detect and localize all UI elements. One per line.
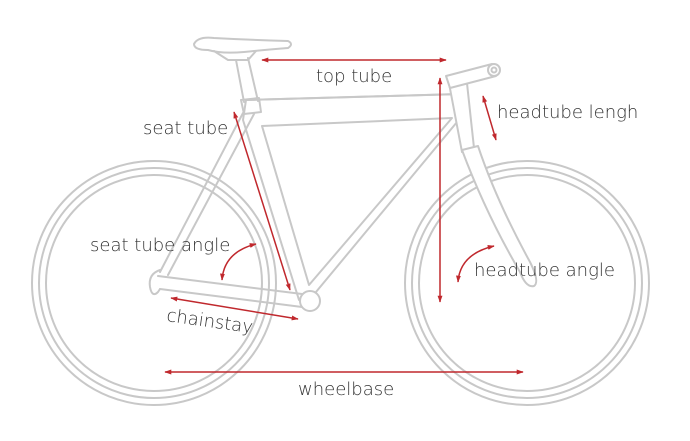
seat-tube-angle-arrow xyxy=(220,243,257,281)
bottom-bracket xyxy=(299,290,321,312)
label-headtube-length: headtube lengh xyxy=(497,102,638,123)
label-top-tube: top tube xyxy=(316,66,392,87)
rear-dropout xyxy=(148,269,161,296)
label-seat-tube-angle: seat tube angle xyxy=(90,235,230,256)
handlebar xyxy=(487,63,501,77)
front-wheel xyxy=(404,160,650,406)
seat-tube-arrow xyxy=(233,111,291,291)
seatpost xyxy=(235,57,259,103)
dimension-lines xyxy=(164,57,524,375)
chainstay-arrow xyxy=(170,296,299,321)
label-wheelbase: wheelbase xyxy=(298,379,394,400)
fork xyxy=(461,145,538,288)
headtube-angle-arrow xyxy=(456,245,495,283)
label-headtube-angle: headtube angle xyxy=(474,260,615,281)
chainstay-tube xyxy=(157,275,303,308)
label-seat-tube: seat tube xyxy=(143,118,228,139)
rear-wheel xyxy=(31,160,277,406)
headtube-length-arrow xyxy=(482,95,497,141)
saddle xyxy=(193,36,292,54)
